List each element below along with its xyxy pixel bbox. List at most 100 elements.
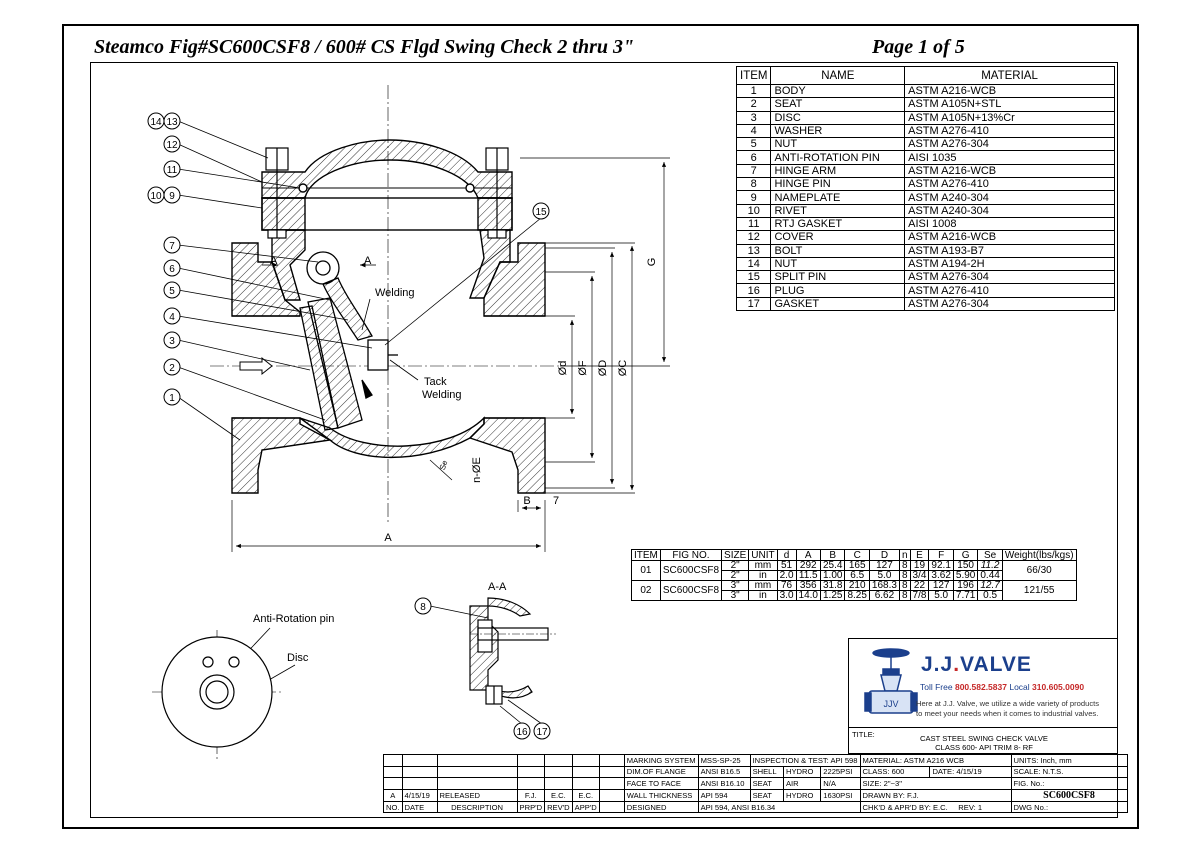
parts-cell-material: ASTM A105N+13%Cr <box>904 110 1115 125</box>
dims-cell: 11.5 <box>795 570 821 581</box>
dims-cell: 6.5 <box>844 570 870 581</box>
dims-col-header: n <box>898 549 911 561</box>
parts-cell-name: RTJ GASKET <box>770 216 906 232</box>
dims-cell: 3" <box>721 580 750 591</box>
dims-cell-item: 01 <box>631 560 661 581</box>
parts-cell-item: 16 <box>735 283 772 298</box>
parts-cell-name: ANTI-ROTATION PIN <box>770 150 906 165</box>
dims-cell: 5.0 <box>928 590 954 601</box>
company-logo-box: JJV J.J.VALVE <box>848 638 1118 728</box>
parts-col-item: ITEM <box>735 66 772 85</box>
dims-cell: mm <box>748 560 778 571</box>
dims-cell: 5.90 <box>952 570 979 581</box>
parts-cell-item: 17 <box>735 296 772 312</box>
title-block-table: MARKING SYSTEM MSS-SP-25 INSPECTION & TE… <box>383 754 1128 814</box>
dims-cell: 31.8 <box>819 580 846 591</box>
dims-cell: 8 <box>898 560 911 571</box>
dims-cell: mm <box>748 580 778 591</box>
parts-cell-name: HINGE ARM <box>770 163 906 179</box>
parts-cell-name: NUT <box>770 137 906 152</box>
parts-cell-item: 12 <box>735 230 772 245</box>
dims-cell: 1.25 <box>819 590 846 601</box>
parts-cell-item: 5 <box>735 137 772 152</box>
parts-cell-name: WASHER <box>770 123 906 139</box>
dims-col-header: A <box>795 549 821 561</box>
dims-col-header: Weight(lbs/kgs) <box>1001 549 1077 561</box>
parts-header-row: ITEM NAME MATERIAL <box>735 66 1115 85</box>
dims-cell-item: 02 <box>631 580 661 601</box>
dims-col-header: FIG NO. <box>659 549 723 561</box>
dims-col-header: UNIT <box>748 549 778 561</box>
dims-cell: 2.0 <box>776 570 797 581</box>
parts-cell-item: 4 <box>735 123 772 139</box>
parts-cell-name: DISC <box>770 110 906 125</box>
parts-cell-item: 3 <box>735 110 772 125</box>
parts-cell-material: ASTM A240-304 <box>904 203 1115 218</box>
dims-cell: 8 <box>898 590 911 601</box>
parts-cell-material: ASTM A216-WCB <box>904 83 1115 99</box>
dims-col-header: D <box>868 549 900 561</box>
parts-cell-material: AISI 1035 <box>904 150 1115 165</box>
dims-cell: 0.5 <box>977 590 1003 601</box>
parts-cell-name: NAMEPLATE <box>770 190 906 205</box>
parts-cell-item: 11 <box>735 216 772 232</box>
parts-cell-item: 10 <box>735 203 772 218</box>
dims-cell: 2" <box>721 560 750 571</box>
dims-cell: in <box>748 590 778 601</box>
parts-cell-name: HINGE PIN <box>770 177 906 192</box>
dims-cell: 2" <box>721 570 750 581</box>
dims-col-header: ITEM <box>631 549 661 561</box>
dims-cell: 292 <box>795 560 821 571</box>
parts-cell-name: SPLIT PIN <box>770 270 906 285</box>
title-line-2: CLASS 600- API TRIM 8- RF <box>935 743 1033 752</box>
dims-cell: 3/4 <box>909 570 930 581</box>
dims-cell: 22 <box>909 580 930 591</box>
parts-cell-item: 8 <box>735 177 772 192</box>
parts-cell-name: COVER <box>770 230 906 245</box>
parts-cell-material: ASTM A194-2H <box>904 256 1115 272</box>
dims-col-header: C <box>844 549 870 561</box>
logo-mark: JJV <box>883 699 898 709</box>
parts-cell-item: 2 <box>735 97 772 112</box>
dims-cell: 11.2 <box>977 560 1003 571</box>
drawing-frame <box>90 62 1118 818</box>
dims-cell: 168.3 <box>868 580 900 591</box>
dims-col-header: G <box>952 549 979 561</box>
dims-cell: 12.7 <box>977 580 1003 591</box>
dims-cell: 3.0 <box>776 590 797 601</box>
parts-cell-material: ASTM A216-WCB <box>904 230 1115 245</box>
parts-cell-item: 13 <box>735 243 772 258</box>
dims-cell: 210 <box>844 580 870 591</box>
dims-cell: 1.00 <box>819 570 846 581</box>
title-cell: TITLE: CAST STEEL SWING CHECK VALVE CLAS… <box>848 728 1118 754</box>
dims-col-header: E <box>909 549 930 561</box>
parts-cell-name: RIVET <box>770 203 906 218</box>
parts-cell-name: PLUG <box>770 283 906 298</box>
dims-cell-fig: SC600CSF8 <box>659 580 723 601</box>
parts-cell-material: ASTM A276-410 <box>904 123 1115 139</box>
parts-cell-name: BODY <box>770 83 906 99</box>
parts-cell-material: ASTM A276-304 <box>904 296 1115 312</box>
dims-cell-weight: 66/30 <box>1001 560 1077 581</box>
dims-col-header: B <box>819 549 846 561</box>
dims-cell: 3" <box>721 590 750 601</box>
dims-col-header: F <box>928 549 954 561</box>
dims-cell-fig: SC600CSF8 <box>659 560 723 581</box>
dims-cell: 8 <box>898 570 911 581</box>
parts-cell-item: 9 <box>735 190 772 205</box>
dims-cell: in <box>748 570 778 581</box>
